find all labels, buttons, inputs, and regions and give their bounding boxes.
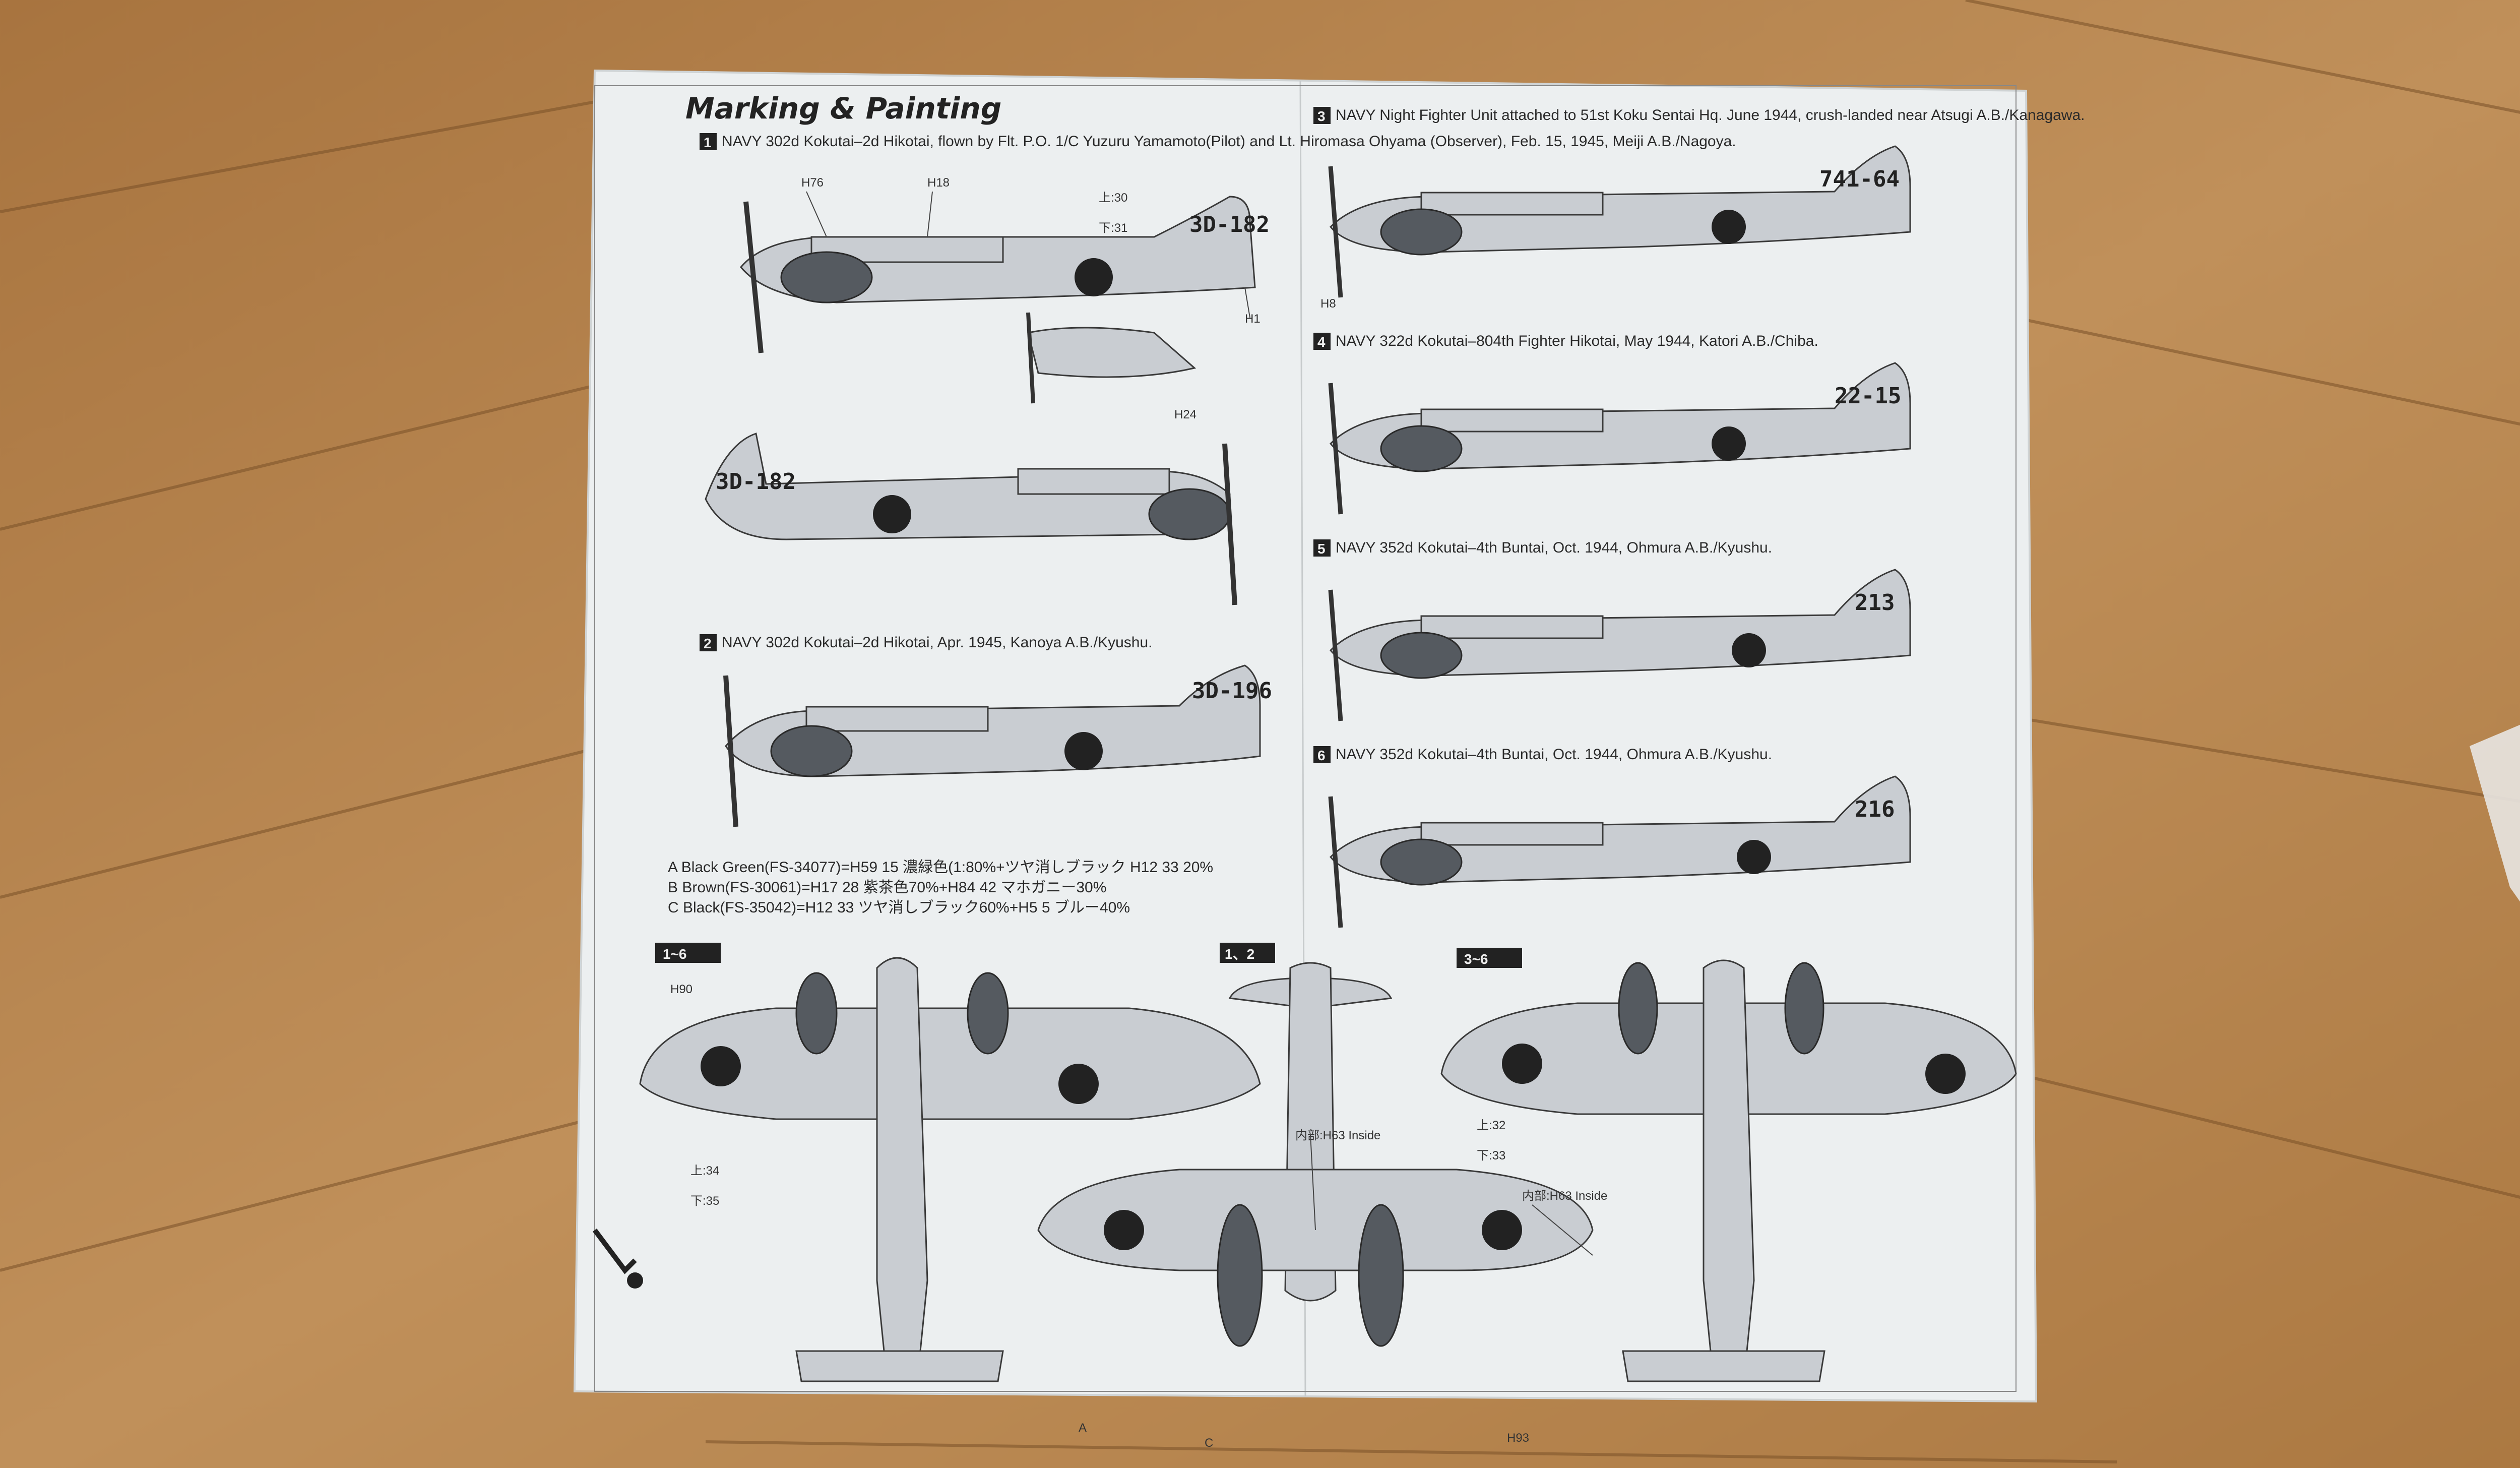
color-legend: A Black Green(FS-34077)=H59 15 濃緑色(1:80%… xyxy=(668,859,1213,916)
marker-upper-34: 上:34 xyxy=(690,1164,719,1178)
svg-text:1: 1 xyxy=(704,135,712,150)
marker-lower-31: 下:31 xyxy=(1099,221,1127,235)
profile-1-caption: NAVY 302d Kokutai–2d Hikotai, flown by F… xyxy=(722,133,1736,150)
profile-1b-tail: 3D-182 xyxy=(716,469,796,495)
small-parts-diagram xyxy=(593,1229,643,1289)
plan-view-bottom-label: 1、2 xyxy=(1225,946,1254,962)
inside-note-2: 内部:H63 Inside xyxy=(1522,1189,1607,1203)
profile-4: 4 NAVY 322d Kokutai–804th Fighter Hikota… xyxy=(1313,333,1911,515)
plan-view-top: 1~6 xyxy=(593,943,1261,1382)
plan-view-top-label: 1~6 xyxy=(663,946,687,962)
legend-b: B Brown(FS-30061)=H17 28 紫茶色70%+H84 42 マ… xyxy=(668,879,1106,896)
profile-6-tail: 216 xyxy=(1855,797,1895,822)
svg-text:4: 4 xyxy=(1317,334,1326,350)
profile-1: 1 NAVY 302d Kokutai–2d Hikotai, flown by… xyxy=(700,133,1736,404)
plan-view-top-3-6: 3~6 内部:H63 Inside xyxy=(1440,948,2017,1382)
profile-3-tail: 741-64 xyxy=(1819,166,1900,192)
profile-5-caption: NAVY 352d Kokutai–4th Buntai, Oct. 1944,… xyxy=(1336,539,1772,556)
callout-h90: H90 xyxy=(670,983,692,996)
svg-text:2: 2 xyxy=(704,636,712,651)
plan-view-top-3-6-label: 3~6 xyxy=(1464,951,1488,967)
profile-4-caption: NAVY 322d Kokutai–804th Fighter Hikotai,… xyxy=(1336,333,1818,349)
legend-a: A Black Green(FS-34077)=H59 15 濃緑色(1:80%… xyxy=(668,859,1213,876)
profile-3: 3 NAVY Night Fighter Unit attached to 51… xyxy=(1313,107,2085,298)
svg-text:5: 5 xyxy=(1317,541,1326,557)
marker-upper-32: 上:32 xyxy=(1477,1119,1505,1132)
svg-text:3: 3 xyxy=(1317,108,1326,124)
callout-h76: H76 xyxy=(801,176,824,190)
callout-labels: H76 H18 H1 H24 H8 H93 H90 A C 上:30 下:31 … xyxy=(670,176,1593,1450)
marker-lower-33: 下:33 xyxy=(1477,1149,1505,1163)
legend-c: C Black(FS-35042)=H12 33 ツヤ消しブラック60%+H5 … xyxy=(668,899,1130,916)
svg-text:6: 6 xyxy=(1317,748,1326,763)
profile-4-tail: 22-15 xyxy=(1835,383,1901,409)
profile-1-tail: 3D-182 xyxy=(1189,212,1270,237)
sheet-title: Marking & Painting xyxy=(685,91,1001,126)
profile-2-tail: 3D-196 xyxy=(1192,678,1272,704)
profile-3-caption: NAVY Night Fighter Unit attached to 51st… xyxy=(1336,107,2085,124)
marker-upper-30: 上:30 xyxy=(1099,191,1127,205)
marker-lower-35: 下:35 xyxy=(690,1194,719,1208)
callout-h24: H24 xyxy=(1174,408,1196,421)
callout-a: A xyxy=(1079,1421,1087,1435)
profile-1-side-b: 3D-182 xyxy=(705,433,1237,605)
callout-h18: H18 xyxy=(927,176,950,190)
profile-2-caption: NAVY 302d Kokutai–2d Hikotai, Apr. 1945,… xyxy=(722,634,1152,651)
profile-5-tail: 213 xyxy=(1855,590,1895,616)
callout-h93: H93 xyxy=(1507,1431,1529,1445)
callout-h1: H1 xyxy=(1245,312,1261,326)
profile-5: 5 NAVY 352d Kokutai–4th Buntai, Oct. 194… xyxy=(1313,539,1911,721)
callout-c: C xyxy=(1205,1436,1213,1450)
instruction-sheet: Marking & Painting 1 NAVY 302d Kokutai–2… xyxy=(573,69,2085,1450)
plan-view-bottom-1-2: 1、2 内部:H63 Inside xyxy=(1037,943,1594,1347)
callout-h8: H8 xyxy=(1320,297,1336,311)
profile-6-caption: NAVY 352d Kokutai–4th Buntai, Oct. 1944,… xyxy=(1336,746,1772,763)
inside-note-1: 内部:H63 Inside xyxy=(1295,1129,1380,1142)
profile-6: 6 NAVY 352d Kokutai–4th Buntai, Oct. 194… xyxy=(1313,746,1911,928)
profile-2: 2 NAVY 302d Kokutai–2d Hikotai, Apr. 194… xyxy=(700,634,1272,827)
